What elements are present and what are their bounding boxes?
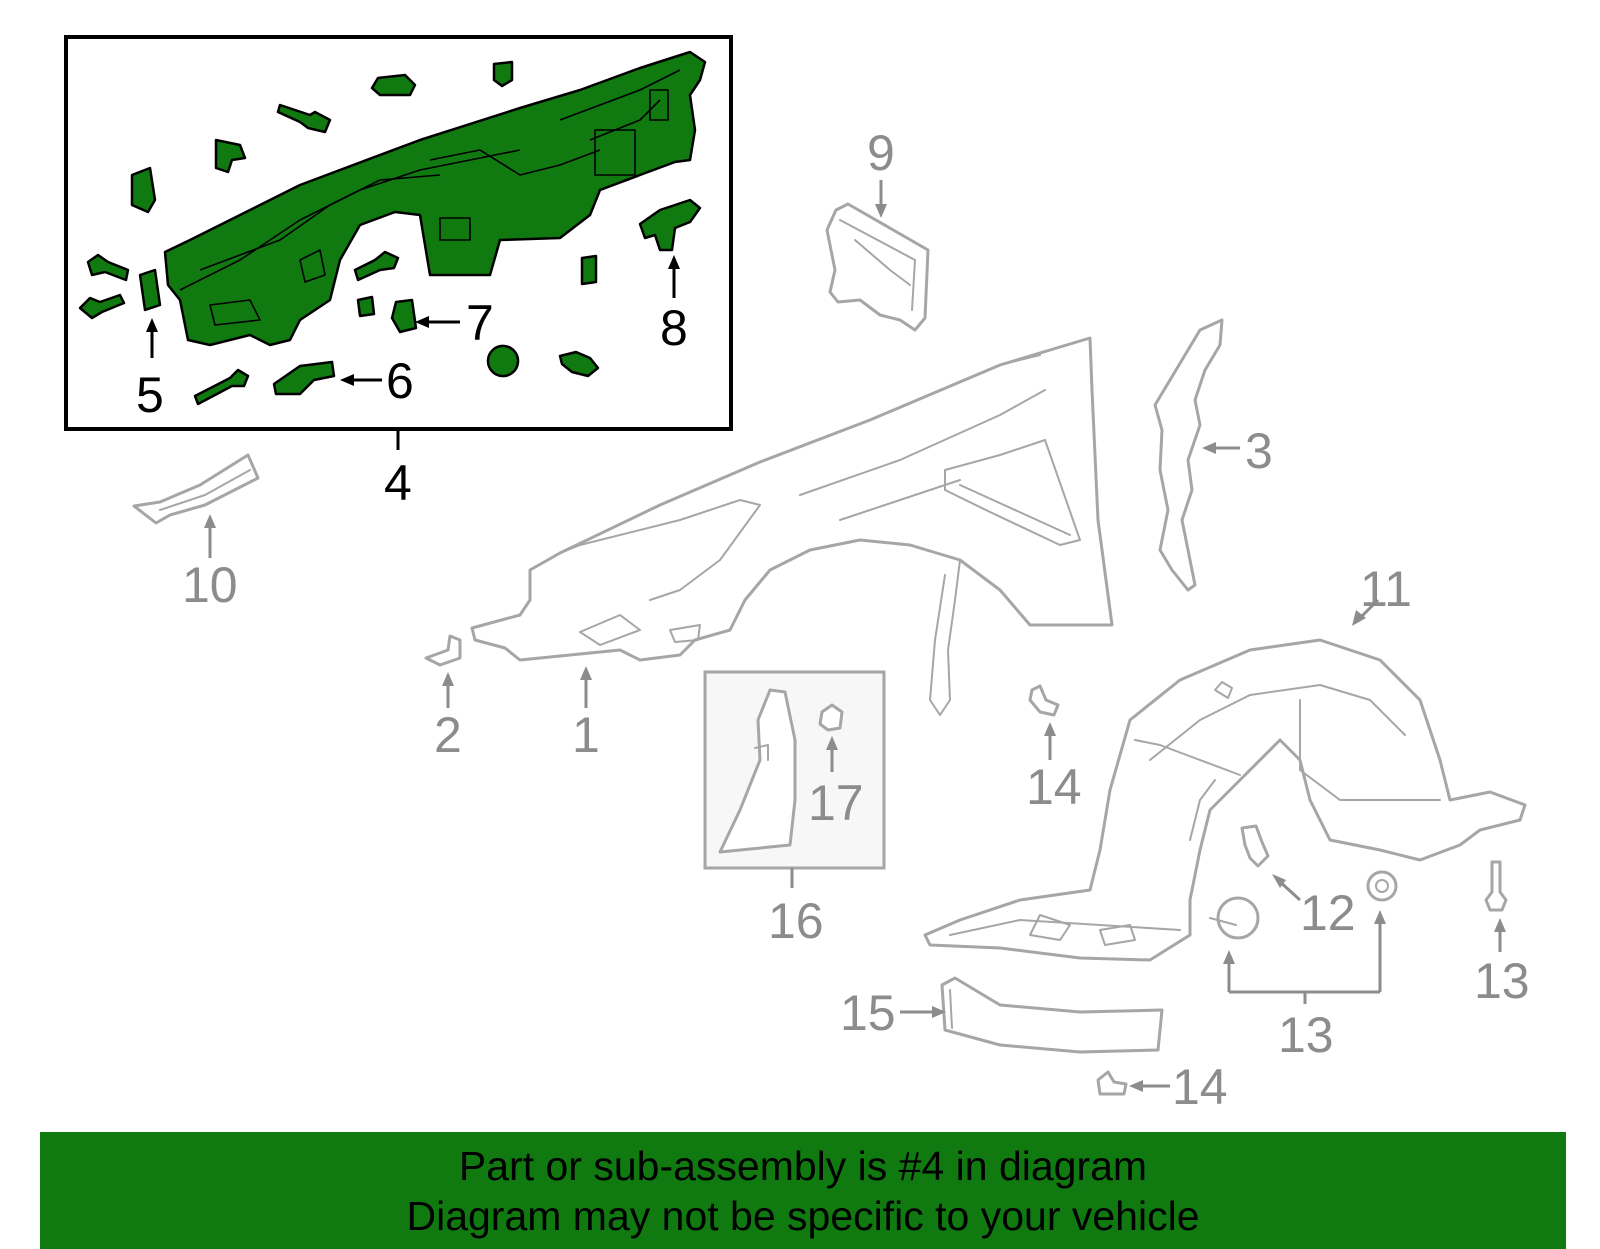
callout-13-single: 13 xyxy=(1474,953,1530,1009)
callout-15: 15 xyxy=(840,985,896,1041)
part-13-bolt xyxy=(1484,860,1508,912)
callout-7: 7 xyxy=(466,295,494,351)
footer-line-2: Diagram may not be specific to your vehi… xyxy=(406,1192,1200,1239)
part-12-pushpin xyxy=(1240,824,1270,868)
bracket-5-part xyxy=(138,268,162,312)
part-13-washer xyxy=(1366,870,1398,902)
bolt-part xyxy=(353,250,400,282)
part-17-clip xyxy=(818,703,844,732)
clip-part xyxy=(130,166,157,214)
bracket-8-part xyxy=(638,198,702,252)
nut-part xyxy=(486,344,520,378)
bracket-6-part xyxy=(272,360,336,396)
clip-part xyxy=(492,60,514,88)
part-14-clip-upper xyxy=(1028,684,1060,717)
callout-3: 3 xyxy=(1245,423,1273,479)
callout-4: 4 xyxy=(384,455,412,511)
bolt-part xyxy=(86,253,130,282)
footer-banner: Part or sub-assembly is #4 in diagram Di… xyxy=(40,1132,1566,1249)
callout-14-lower: 14 xyxy=(1172,1059,1228,1115)
callout-6: 6 xyxy=(386,353,414,409)
callout-17: 17 xyxy=(808,775,864,831)
part-15-deflector xyxy=(940,976,1164,1054)
callout-10: 10 xyxy=(182,557,238,613)
part-9-panel xyxy=(825,202,930,332)
clip-part xyxy=(214,138,247,174)
callout-11: 11 xyxy=(1360,561,1412,617)
clip-part xyxy=(370,73,417,97)
part-14-clip-lower xyxy=(1096,1070,1128,1096)
callout-14-upper: 14 xyxy=(1026,759,1082,815)
part-2-bracket xyxy=(424,634,462,667)
part-13-nut xyxy=(1216,896,1260,940)
footer-line-1: Part or sub-assembly is #4 in diagram xyxy=(458,1142,1148,1189)
part-3-seal xyxy=(1153,318,1224,592)
bolt-part xyxy=(193,368,250,406)
callout-8: 8 xyxy=(660,300,688,356)
part-11-liner xyxy=(923,638,1527,962)
bolt-part xyxy=(558,350,600,378)
part-1-fender xyxy=(470,336,1114,662)
callout-1: 1 xyxy=(572,707,600,763)
inner-fender-apron xyxy=(163,50,707,347)
callout-5: 5 xyxy=(136,367,164,423)
callout-16: 16 xyxy=(768,893,824,949)
subassembly-4-group: 5 6 7 8 xyxy=(64,35,733,431)
part-16-flap xyxy=(718,688,797,854)
bolt-part xyxy=(78,293,126,320)
clip-part xyxy=(356,295,376,318)
callout-12: 12 xyxy=(1300,885,1356,941)
callout-9: 9 xyxy=(867,125,895,181)
clip-part xyxy=(580,254,598,286)
callout-13-group: 13 xyxy=(1278,1007,1334,1063)
part-10-bracket xyxy=(132,453,260,525)
clip-7-part xyxy=(390,298,418,334)
callout-2: 2 xyxy=(434,707,462,763)
bolt-part xyxy=(276,103,332,134)
